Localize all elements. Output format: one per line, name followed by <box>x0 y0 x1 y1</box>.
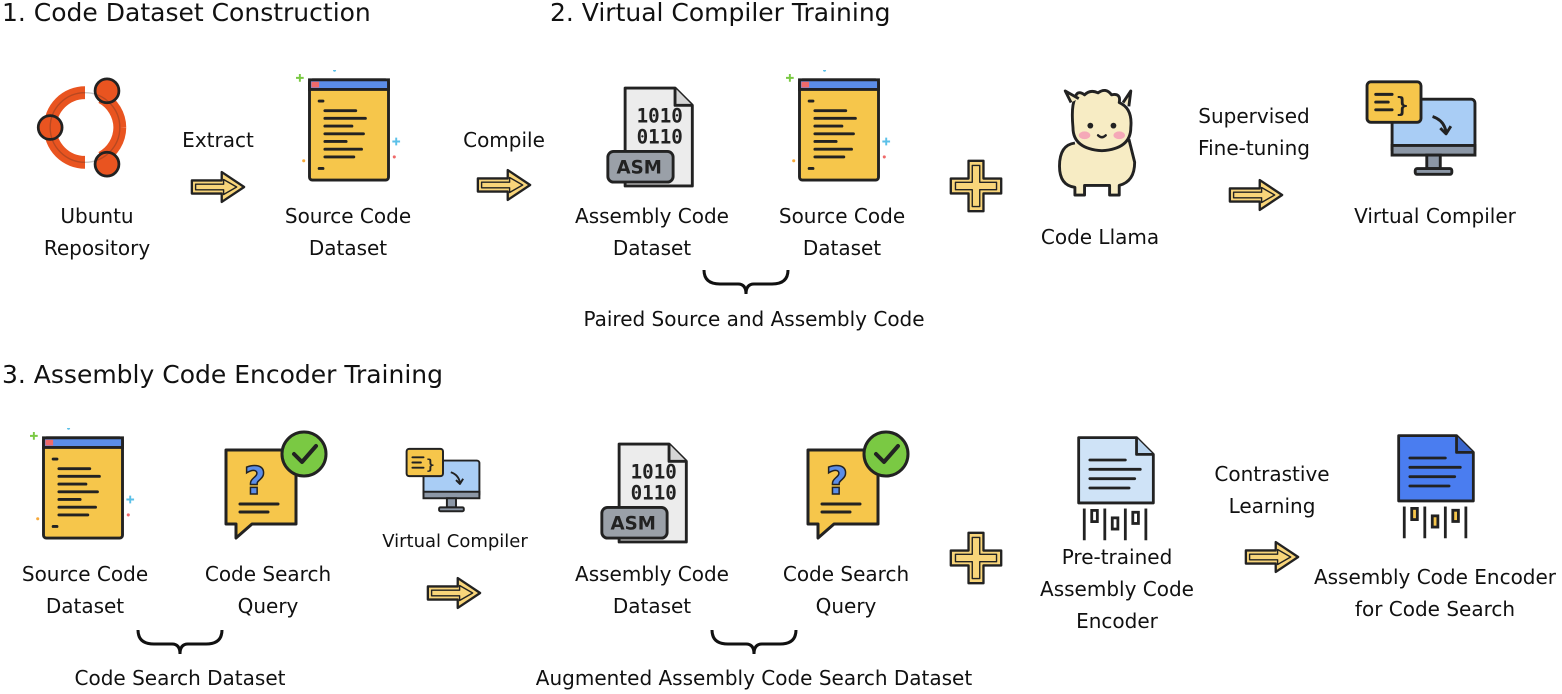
node-label-asm1: Assembly Code Dataset <box>575 200 729 264</box>
monitor-compiler-icon <box>404 446 482 518</box>
node-label-line: Encoder <box>1076 609 1158 633</box>
node-label-line: Dataset <box>612 236 692 260</box>
asm-binary-file-icon <box>598 440 694 546</box>
group-label-augmented: Augmented Assembly Code Search Dataset <box>535 666 973 690</box>
node-label-source3: Source Code Dataset <box>22 558 148 622</box>
right-arrow-icon <box>190 170 246 204</box>
node-label-line: Code Search <box>782 562 910 586</box>
ubuntu-logo-icon <box>30 70 140 185</box>
arrow-label-compile: Compile <box>463 128 545 152</box>
node-label-line: Dataset <box>612 594 692 618</box>
node-label-line: Assembly Code Encoder <box>1313 565 1557 589</box>
arrow-label-line: Learning <box>1228 494 1316 518</box>
node-label-line: Source Code <box>21 562 149 586</box>
arrow-label-sft: Supervised Fine-tuning <box>1198 100 1310 164</box>
right-arrow-icon <box>426 576 482 610</box>
node-label-line: Dataset <box>45 594 125 618</box>
asm-binary-file-icon <box>604 84 700 190</box>
node-label-vc: Virtual Compiler <box>1354 204 1516 228</box>
node-label-line: Assembly Code <box>575 204 729 228</box>
node-label-line: Repository <box>43 236 151 260</box>
node-label-line: Source Code <box>284 204 412 228</box>
node-label-query1: Code Search Query <box>205 558 331 622</box>
arrow-label-virtual-compiler: Virtual Compiler <box>382 531 528 552</box>
question-chat-check-icon <box>794 428 914 548</box>
node-label-encoder: Assembly Code Encoder for Code Search <box>1314 561 1556 625</box>
arrow-label-extract: Extract <box>182 128 254 152</box>
section-heading-2: 2. Virtual Compiler Training <box>550 0 891 27</box>
node-label-llama: Code Llama <box>1040 225 1160 249</box>
node-label-pretrained: Pre-trained Assembly Code Encoder <box>1040 541 1194 637</box>
node-label-line: Query <box>237 594 299 618</box>
node-label-line: for Code Search <box>1354 597 1516 621</box>
plus-icon <box>948 530 1004 586</box>
arrow-label-line: Fine-tuning <box>1198 136 1310 160</box>
group-brace <box>710 629 798 655</box>
right-arrow-icon <box>1228 178 1284 212</box>
source-code-file-icon <box>30 428 136 544</box>
monitor-compiler-icon <box>1362 78 1480 184</box>
node-label-line: Source Code <box>778 204 906 228</box>
binary-document-icon <box>1388 430 1484 542</box>
arrow-label-line: Supervised <box>1198 104 1310 128</box>
arrow-label-contrastive: Contrastive Learning <box>1214 458 1329 522</box>
node-label-line: Assembly Code <box>575 562 729 586</box>
node-label-line: Dataset <box>308 236 388 260</box>
plus-icon <box>948 158 1004 214</box>
question-chat-check-icon <box>212 428 332 548</box>
node-label-source1: Source Code Dataset <box>285 200 411 264</box>
llama-icon <box>1046 84 1152 202</box>
source-code-file-icon <box>296 70 402 186</box>
node-label-asm2: Assembly Code Dataset <box>575 558 729 622</box>
source-code-file-icon <box>786 70 892 186</box>
right-arrow-icon <box>1244 540 1300 574</box>
group-label-paired: Paired Source and Assembly Code <box>583 307 925 331</box>
right-arrow-icon <box>476 168 532 202</box>
node-label-line: Dataset <box>802 236 882 260</box>
group-brace <box>136 629 224 655</box>
section-heading-1: 1. Code Dataset Construction <box>2 0 371 27</box>
node-label-source2: Source Code Dataset <box>779 200 905 264</box>
node-label-line: Query <box>815 594 877 618</box>
binary-document-icon <box>1068 432 1164 544</box>
node-label-line: Ubuntu <box>60 204 134 228</box>
node-label-query2: Code Search Query <box>783 558 909 622</box>
node-label-ubuntu: Ubuntu Repository <box>44 200 150 264</box>
node-label-line: Pre-trained <box>1061 545 1173 569</box>
node-label-line: Code Search <box>204 562 332 586</box>
group-brace <box>702 269 790 295</box>
arrow-label-line: Contrastive <box>1214 462 1330 486</box>
section-heading-3: 3. Assembly Code Encoder Training <box>2 360 443 389</box>
node-label-line: Assembly Code <box>1040 577 1194 601</box>
group-label-csd: Code Search Dataset <box>74 666 286 690</box>
